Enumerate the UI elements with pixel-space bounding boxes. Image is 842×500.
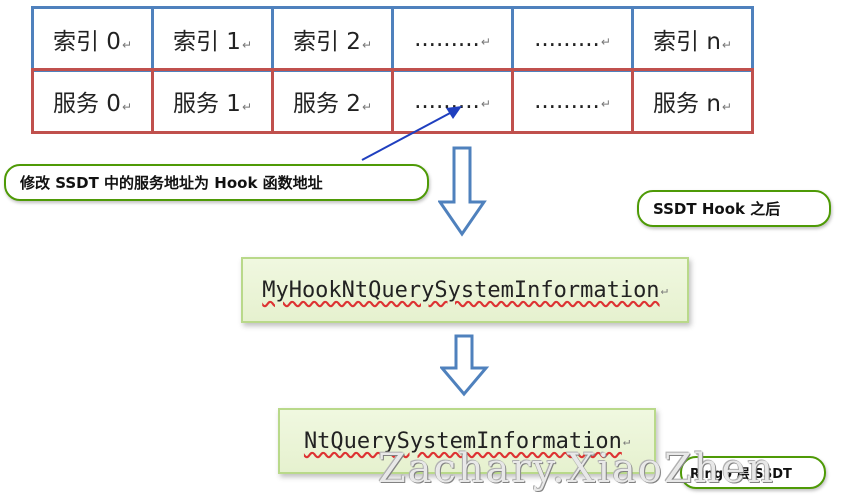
index-cell: .........↵: [511, 6, 634, 72]
ssdt-hook-after-callout: SSDT Hook 之后: [637, 190, 831, 227]
ring0-ssdt-callout: Ring0 层 SSDT: [680, 456, 826, 489]
service-cell: 服务 n↵: [631, 68, 754, 134]
service-cell: .........↵: [391, 68, 514, 134]
index-cell: 索引 0↵: [31, 6, 154, 72]
hook-function-label: MyHookNtQuerySystemInformation: [262, 277, 660, 303]
modify-ssdt-callout: 修改 SSDT 中的服务地址为 Hook 函数地址: [4, 164, 429, 201]
ssdt-service-row: 服务 0↵ 服务 1↵ 服务 2↵ .........↵ .........↵ …: [31, 68, 754, 134]
down-arrow-icon: [438, 146, 487, 237]
down-arrow-icon: [440, 334, 490, 397]
hook-function-box: MyHookNtQuerySystemInformation↵: [241, 257, 689, 323]
service-cell: .........↵: [511, 68, 634, 134]
original-function-label: NtQuerySystemInformation: [303, 428, 622, 454]
ssdt-index-row: 索引 0↵ 索引 1↵ 索引 2↵ .........↵ .........↵ …: [31, 6, 754, 72]
service-cell: 服务 0↵: [31, 68, 154, 134]
service-cell: 服务 2↵: [271, 68, 394, 134]
service-cell: 服务 1↵: [151, 68, 274, 134]
watermark: Zachary.XiaoZhen: [378, 446, 775, 492]
original-function-box: NtQuerySystemInformation↵: [278, 408, 656, 474]
index-cell: .........↵: [391, 6, 514, 72]
index-cell: 索引 2↵: [271, 6, 394, 72]
